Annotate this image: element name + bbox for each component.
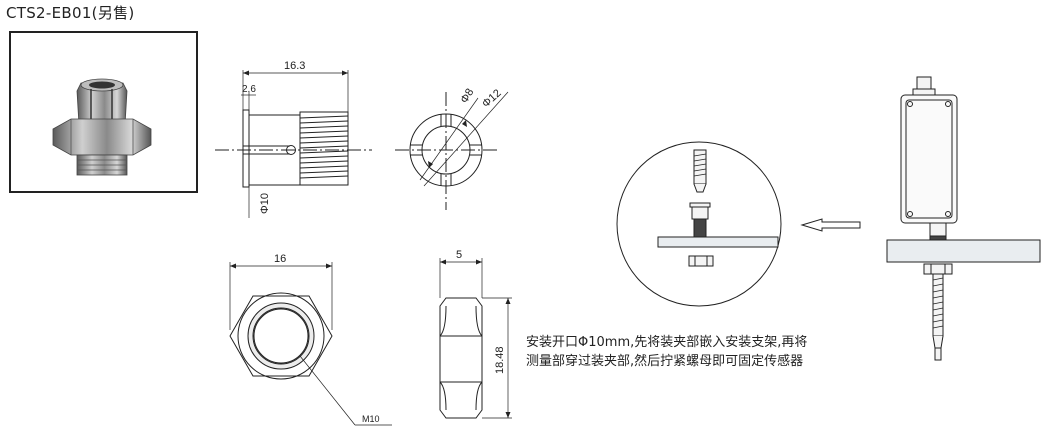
dim-collet-length: 16.3 xyxy=(284,60,305,72)
nut-side-view xyxy=(439,258,512,419)
dim-nut-thickness: 5 xyxy=(456,249,462,261)
collet-photo xyxy=(52,78,152,176)
dim-end-inner-diameter: Φ8 xyxy=(458,87,476,106)
direction-arrow-icon xyxy=(800,218,861,232)
installation-detail xyxy=(616,141,782,307)
note-line-1: 安装开口Φ10mm,先将装夹部嵌入安装支架,再将 xyxy=(526,335,808,350)
product-photo-frame xyxy=(9,31,198,193)
collet-end-view xyxy=(395,91,509,210)
dim-end-outer-diameter: Φ12 xyxy=(480,87,504,110)
dim-collet-flange: 2.6 xyxy=(242,84,256,95)
product-title: CTS2-EB01(另售) xyxy=(6,4,135,22)
dim-collet-diameter: Φ10 xyxy=(259,193,271,214)
nut-front-view xyxy=(229,262,392,426)
note-line-2: 测量部穿过装夹部,然后拧紧螺母即可固定传感器 xyxy=(526,354,804,369)
dim-nut-width: 16 xyxy=(274,253,286,265)
dim-nut-corner: 18.48 xyxy=(494,346,506,374)
collet-side-view xyxy=(215,70,372,218)
dim-nut-thread: M10 xyxy=(362,414,380,424)
sensor-assembly xyxy=(886,76,1041,361)
installation-note: 安装开口Φ10mm,先将装夹部嵌入安装支架,再将 测量部穿过装夹部,然后拧紧螺母… xyxy=(526,333,807,371)
